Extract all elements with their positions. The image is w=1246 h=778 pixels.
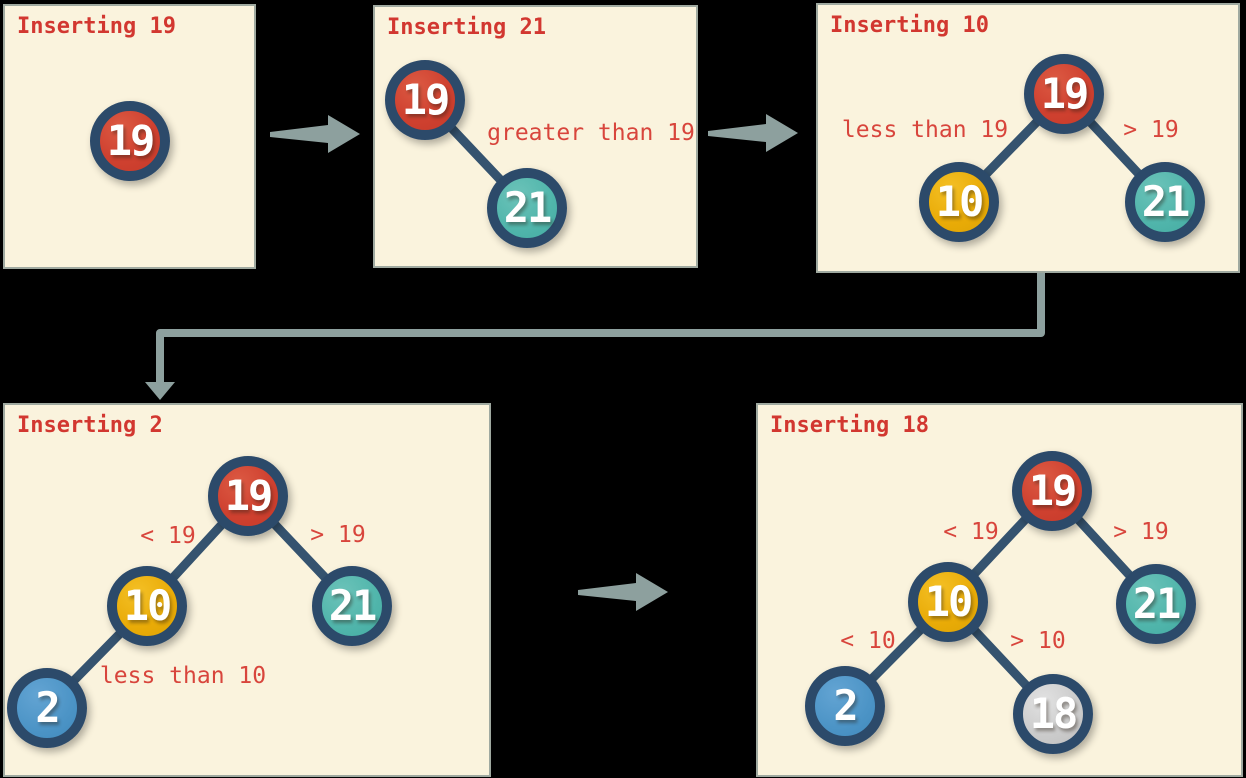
node-value: 19: [1040, 69, 1090, 118]
panel-inserting-10: Inserting 10 19 10 21 less than 19 > 19: [816, 3, 1240, 273]
node-value: 2: [833, 681, 858, 730]
tree-node-2: 2: [7, 668, 87, 748]
node-value: 2: [35, 683, 60, 732]
node-value: 21: [1132, 579, 1182, 628]
node-value: 18: [1029, 689, 1079, 738]
panel-inserting-18: Inserting 18 19 10 21 2 18 < 19 > 19 < 1…: [756, 403, 1243, 777]
node-value: 21: [503, 183, 553, 232]
tree-node-18: 18: [1013, 674, 1093, 754]
tree-node-21: 21: [1116, 564, 1196, 644]
panel-inserting-21: Inserting 21 19 21 greater than 19: [373, 5, 698, 268]
node-value: 19: [401, 75, 451, 124]
edge-label: < 19: [943, 519, 999, 545]
edge-label: less than 19: [841, 117, 1009, 143]
panel-title: Inserting 10: [830, 13, 989, 38]
tree-node-10: 10: [908, 562, 988, 642]
tree-node-19: 19: [90, 101, 170, 181]
panel-title: Inserting 18: [770, 413, 929, 438]
node-value: 10: [123, 581, 173, 630]
node-value: 19: [224, 471, 274, 520]
node-value: 19: [1028, 466, 1078, 515]
panel-inserting-19: Inserting 19 19: [3, 4, 256, 269]
edge-label: > 19: [1123, 117, 1179, 143]
tree-node-10: 10: [107, 566, 187, 646]
edge-label: < 10: [840, 628, 896, 654]
panel-inserting-2: Inserting 2 19 10 21 2 < 19 > 19 less th…: [3, 403, 491, 777]
node-value: 10: [924, 577, 974, 626]
arrow-down-head-icon: [145, 382, 175, 400]
node-value: 10: [935, 177, 985, 226]
edge-label: < 19: [140, 523, 196, 549]
tree-node-2: 2: [805, 666, 885, 746]
tree-node-19: 19: [208, 456, 288, 536]
edge-label: > 10: [1010, 628, 1066, 654]
node-value: 19: [106, 116, 156, 165]
tree-node-10: 10: [919, 162, 999, 242]
tree-node-19: 19: [385, 60, 465, 140]
flow-arrow-2-icon: [708, 114, 798, 152]
flow-arrow-3-icon: [578, 573, 668, 611]
edge-label: > 19: [1113, 519, 1169, 545]
node-value: 21: [328, 581, 378, 630]
edge-label: greater than 19: [487, 120, 695, 146]
panel-title: Inserting 2: [17, 413, 163, 438]
panel-title: Inserting 21: [387, 15, 546, 40]
tree-node-21: 21: [312, 566, 392, 646]
panel-title: Inserting 19: [17, 14, 176, 39]
node-value: 21: [1141, 177, 1191, 226]
edge-label: less than 10: [99, 663, 267, 689]
edge-label: > 19: [310, 522, 366, 548]
tree-node-21: 21: [487, 168, 567, 248]
flow-arrow-1-icon: [270, 115, 360, 153]
tree-node-21: 21: [1125, 162, 1205, 242]
tree-node-19: 19: [1024, 54, 1104, 134]
tree-node-19: 19: [1012, 451, 1092, 531]
